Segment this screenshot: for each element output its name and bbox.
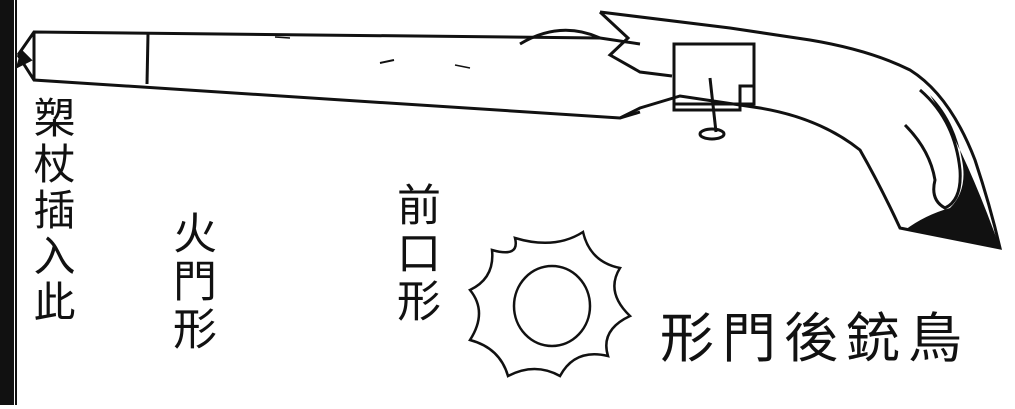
muzzle-shape-label: 前口形 (389, 182, 440, 326)
gun-lock (672, 42, 756, 141)
breech-shape-label: 形門後銃鳥 (660, 307, 970, 370)
gun-stock (598, 10, 1002, 250)
touch-hole-shape-label: 火門形 (165, 210, 216, 354)
page-border (0, 0, 14, 405)
stock-butt-plate (905, 95, 1000, 248)
breech-shape-figure (468, 229, 633, 378)
front-sight (519, 28, 601, 46)
gun-barrel (15, 30, 641, 120)
ramrod-note-label: 槊杖插入此 (27, 96, 76, 326)
